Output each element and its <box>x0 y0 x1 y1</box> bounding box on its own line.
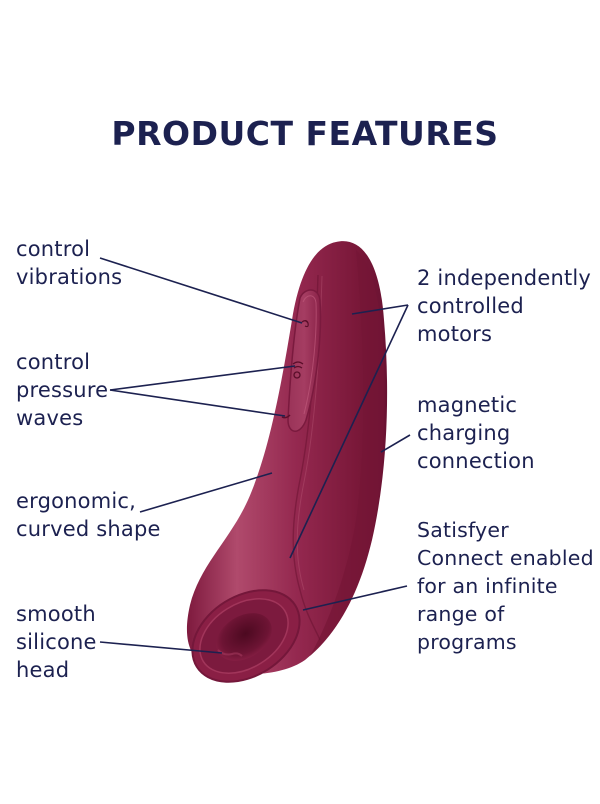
callout-line-connect <box>302 585 408 611</box>
minus-button-icon[interactable] <box>281 414 291 419</box>
silicone-head <box>191 589 301 683</box>
callout-line-head <box>99 641 223 654</box>
feature-label-magnetic-charging: magnetic charging connection <box>417 393 535 473</box>
callout-line-motors-lower <box>289 304 409 559</box>
callout-line-ergonomic <box>139 472 273 513</box>
feature-label-control-pressure-waves: control pressure waves <box>16 350 109 430</box>
pressure-wave-button-icon[interactable] <box>292 361 304 379</box>
feature-label-two-motors: 2 independently controlled motors <box>417 266 592 346</box>
vibration-button-icon[interactable] <box>301 320 309 328</box>
callout-line-pressure-upper <box>109 365 296 391</box>
feature-label-silicone-head: smooth silicone head <box>16 602 97 682</box>
feature-label-satisfyer-connect: Satisfyer Connect enabled for an infinit… <box>417 518 594 654</box>
callout-line-magnetic <box>380 434 411 453</box>
feature-label-control-vibrations: control vibrations <box>16 237 123 289</box>
callout-line-motors-upper <box>351 304 409 315</box>
page-title: PRODUCT FEATURES <box>111 114 499 153</box>
callout-line-pressure-lower <box>109 389 286 417</box>
callout-line-vibrations <box>99 257 303 324</box>
callout-lines <box>99 257 411 654</box>
feature-label-ergonomic-shape: ergonomic, curved shape <box>16 489 161 541</box>
